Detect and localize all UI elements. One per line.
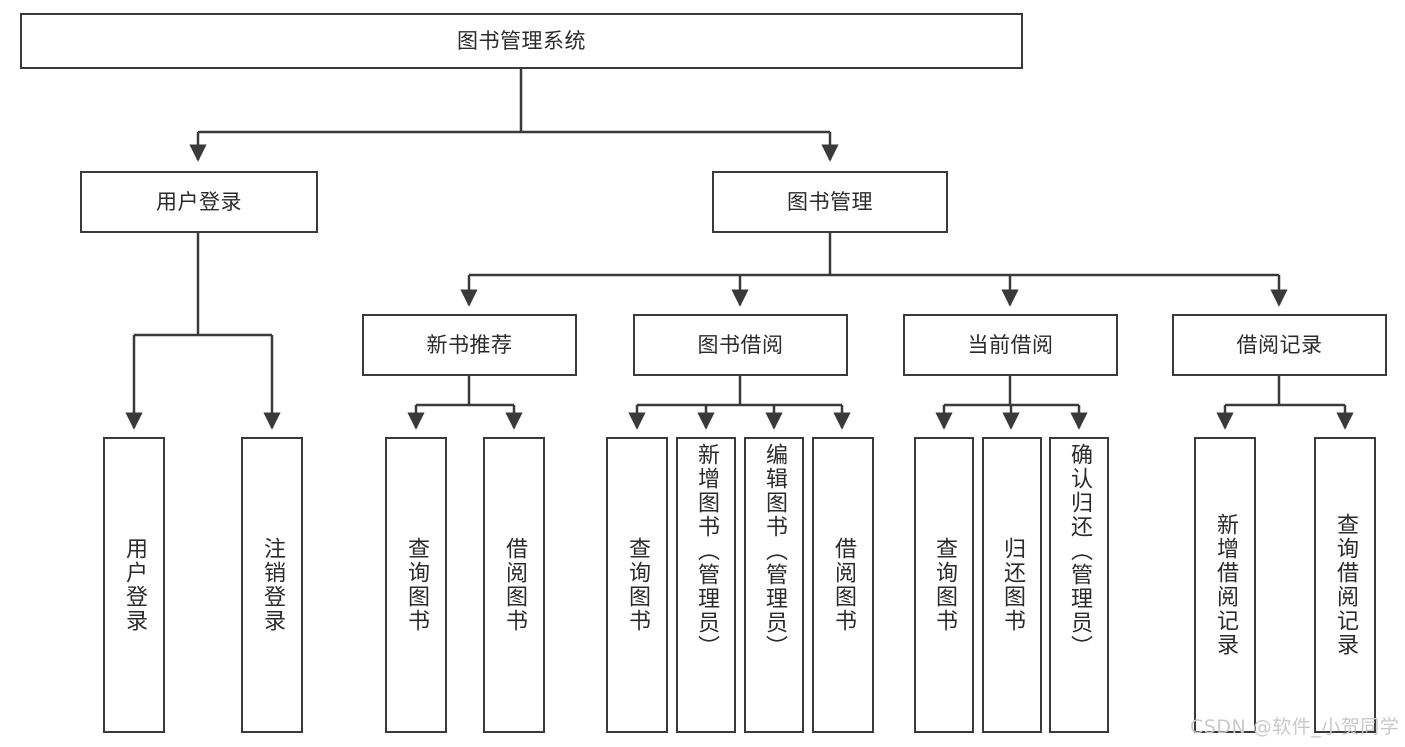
- node-book-management[interactable]: 图书管理: [712, 171, 948, 233]
- node-current-borrow[interactable]: 当前借阅: [903, 314, 1118, 376]
- node-leaf-add-book-label: 新增图书（管理员）: [694, 443, 719, 659]
- node-book-borrow[interactable]: 图书借阅: [633, 314, 848, 376]
- node-new-book-recommend-label: 新书推荐: [426, 332, 513, 357]
- csdn-watermark: CSDN @软件_小贺同学: [1190, 716, 1400, 738]
- node-leaf-edit-book[interactable]: 编辑图书（管理员）: [744, 437, 804, 733]
- node-leaf-user-login-label: 用户登录: [122, 537, 147, 633]
- node-user-login[interactable]: 用户登录: [80, 171, 318, 233]
- node-leaf-query-book-3[interactable]: 查询图书: [914, 437, 974, 733]
- node-leaf-borrow-book-2[interactable]: 借阅图书: [812, 437, 874, 733]
- node-leaf-logout-login-label: 注销登录: [260, 537, 285, 633]
- node-leaf-query-book-1-label: 查询图书: [404, 537, 429, 633]
- node-current-borrow-label: 当前借阅: [967, 332, 1054, 357]
- node-leaf-return-book-label: 归还图书: [1000, 537, 1025, 633]
- node-leaf-query-record[interactable]: 查询借阅记录: [1314, 437, 1376, 733]
- node-leaf-logout-login[interactable]: 注销登录: [241, 437, 303, 733]
- node-leaf-borrow-book-1-label: 借阅图书: [502, 537, 527, 633]
- node-leaf-return-book[interactable]: 归还图书: [982, 437, 1042, 733]
- node-leaf-user-login[interactable]: 用户登录: [103, 437, 165, 733]
- node-leaf-query-record-label: 查询借阅记录: [1333, 513, 1358, 657]
- node-leaf-borrow-book-1[interactable]: 借阅图书: [483, 437, 545, 733]
- node-leaf-borrow-book-2-label: 借阅图书: [831, 537, 856, 633]
- node-leaf-add-book[interactable]: 新增图书（管理员）: [676, 437, 736, 733]
- node-leaf-query-book-2[interactable]: 查询图书: [606, 437, 668, 733]
- node-leaf-add-record-label: 新增借阅记录: [1213, 513, 1238, 657]
- node-leaf-confirm-return[interactable]: 确认归还（管理员）: [1049, 437, 1109, 733]
- node-leaf-add-record[interactable]: 新增借阅记录: [1194, 437, 1256, 733]
- node-leaf-query-book-1[interactable]: 查询图书: [385, 437, 447, 733]
- node-borrow-record[interactable]: 借阅记录: [1172, 314, 1387, 376]
- node-borrow-record-label: 借阅记录: [1236, 332, 1323, 357]
- node-root-label: 图书管理系统: [457, 28, 586, 53]
- node-leaf-edit-book-label: 编辑图书（管理员）: [762, 443, 787, 659]
- node-root[interactable]: 图书管理系统: [20, 13, 1023, 69]
- node-leaf-query-book-3-label: 查询图书: [932, 537, 957, 633]
- node-new-book-recommend[interactable]: 新书推荐: [362, 314, 577, 376]
- node-book-management-label: 图书管理: [787, 189, 873, 214]
- node-user-login-label: 用户登录: [156, 189, 242, 214]
- node-book-borrow-label: 图书借阅: [697, 332, 784, 357]
- node-leaf-query-book-2-label: 查询图书: [625, 537, 650, 633]
- node-leaf-confirm-return-label: 确认归还（管理员）: [1067, 443, 1092, 659]
